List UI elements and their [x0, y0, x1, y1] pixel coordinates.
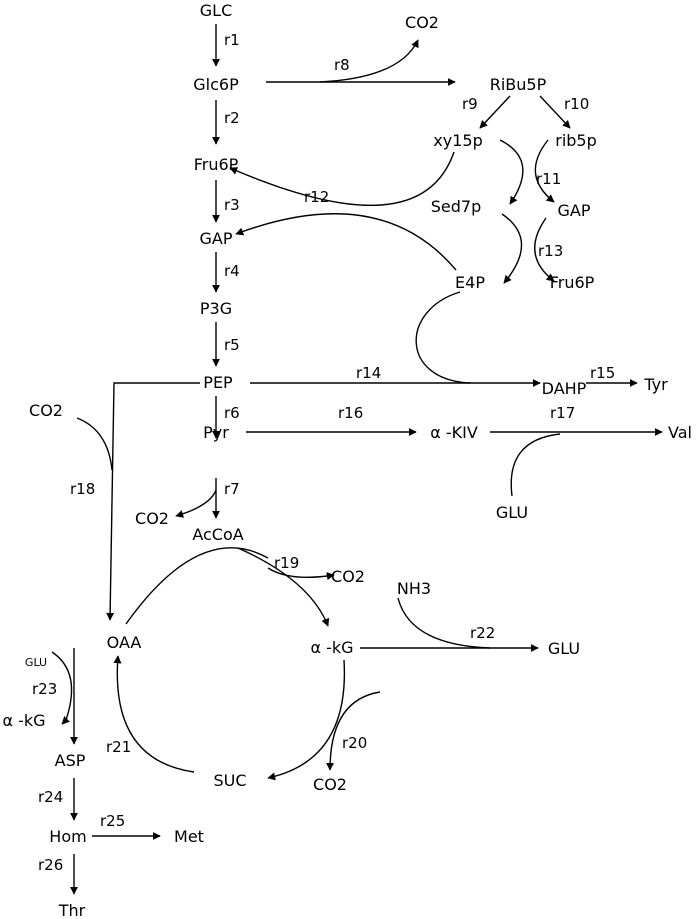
metabolite-fru6p: Fru6P — [194, 155, 239, 174]
metabolite-dahp: DAHP — [542, 379, 587, 398]
reaction-label-r11: r11 — [536, 170, 561, 188]
reaction-label-r7: r7 — [224, 480, 240, 498]
reaction-label-r16: r16 — [338, 404, 363, 422]
edge-r21 — [113, 655, 195, 773]
metabolite-val: Val — [668, 423, 692, 442]
edge-r18 — [106, 382, 200, 621]
reaction-label-r26: r26 — [38, 856, 63, 874]
edge-r12-fru6p — [229, 151, 455, 207]
reaction-label-r19: r19 — [274, 554, 299, 572]
metabolite-fru6p-ppp: Fru6P — [550, 273, 595, 292]
edge-r13-a — [501, 213, 523, 284]
metabolite-gap: GAP — [200, 229, 233, 248]
reaction-label-r24: r24 — [38, 788, 63, 806]
edge-r23-glu — [51, 651, 73, 725]
reaction-label-r17: r17 — [550, 404, 575, 422]
metabolite-accoa: AcCoA — [192, 525, 243, 544]
metabolite-glc: GLC — [200, 1, 232, 20]
reaction-label-r25: r25 — [100, 812, 125, 830]
metabolite-suc: SUC — [213, 771, 246, 790]
edge-r12-gap — [235, 213, 457, 271]
edge-e4p-to-dahp — [415, 291, 471, 384]
edge-r9 — [479, 95, 511, 129]
reaction-label-r2: r2 — [224, 109, 240, 127]
reaction-label-r23: r23 — [32, 680, 57, 698]
metabolite-glc6p: Glc6P — [193, 75, 239, 94]
metabolite-glu-val: GLU — [496, 503, 528, 522]
edge-r20 — [267, 659, 346, 781]
reaction-label-r8: r8 — [334, 56, 350, 74]
reaction-label-r1: r1 — [224, 31, 240, 49]
metabolite-glu-out: GLU — [548, 639, 580, 658]
metabolite-e4p: E4P — [455, 273, 485, 292]
edge-r10 — [539, 95, 571, 129]
edge-r19-co2 — [267, 567, 335, 581]
reaction-label-r22: r22 — [470, 624, 495, 642]
metabolite-thr: Thr — [58, 901, 86, 919]
metabolite-tyr: Tyr — [643, 375, 668, 394]
metabolite-hom: Hom — [49, 827, 86, 846]
metabolite-asp: ASP — [55, 751, 86, 770]
edge-r7-co2 — [175, 489, 217, 518]
metabolite-pyr: Pyr — [203, 423, 229, 442]
edge-r17-glu — [510, 433, 561, 497]
metabolite-co2-r18: CO2 — [29, 401, 63, 420]
metabolite-gap-ppp: GAP — [558, 201, 591, 220]
edge-r8-co2 — [319, 39, 419, 83]
reaction-label-r18: r18 — [70, 480, 95, 498]
reaction-label-r9: r9 — [462, 95, 478, 113]
edge-r18-co2 — [76, 417, 113, 471]
metabolite-akg-asp: α -kG — [2, 711, 45, 730]
reaction-label-r15: r15 — [590, 364, 615, 382]
metabolite-rib5p: rib5p — [555, 131, 597, 150]
reaction-label-r21: r21 — [106, 738, 131, 756]
metabolite-co2-r20: CO2 — [313, 775, 347, 794]
reaction-label-r14: r14 — [356, 364, 381, 382]
metabolite-nh3: NH3 — [397, 579, 431, 598]
metabolite-xy15p: xy15p — [433, 131, 482, 150]
edge-r11-b — [534, 139, 555, 203]
metabolite-akiv: α -KIV — [430, 423, 478, 442]
reaction-label-r3: r3 — [224, 196, 240, 214]
reaction-label-r13: r13 — [538, 242, 563, 260]
metabolite-met: Met — [174, 827, 204, 846]
reaction-label-r6: r6 — [224, 404, 240, 422]
metabolite-sed7p: Sed7p — [431, 197, 482, 216]
metabolite-oaa: OAA — [107, 633, 142, 652]
metabolite-ribu5p: RiBu5P — [490, 75, 547, 94]
edge-r13-b — [534, 217, 555, 282]
reaction-label-r12: r12 — [304, 188, 329, 206]
reaction-label-r10: r10 — [564, 95, 589, 113]
edge-r22-nh3 — [397, 597, 491, 649]
metabolite-akg: α -kG — [310, 638, 353, 657]
edge-r19 — [237, 547, 330, 627]
metabolite-co2-r8: CO2 — [405, 13, 439, 32]
metabolite-co2-r19: CO2 — [331, 567, 365, 586]
metabolite-p3g: P3G — [200, 299, 232, 318]
reaction-label-r4: r4 — [224, 262, 240, 280]
edge-r20-co2 — [326, 691, 381, 771]
reaction-label-r20: r20 — [342, 734, 367, 752]
edge-oaa-cycle — [125, 547, 269, 625]
metabolite-co2-r7: CO2 — [135, 509, 169, 528]
reaction-label-r5: r5 — [224, 336, 240, 354]
metabolite-pep: PEP — [203, 373, 233, 392]
metabolite-glu-asp: GLU — [25, 656, 47, 669]
edge-r11-a — [499, 139, 524, 205]
